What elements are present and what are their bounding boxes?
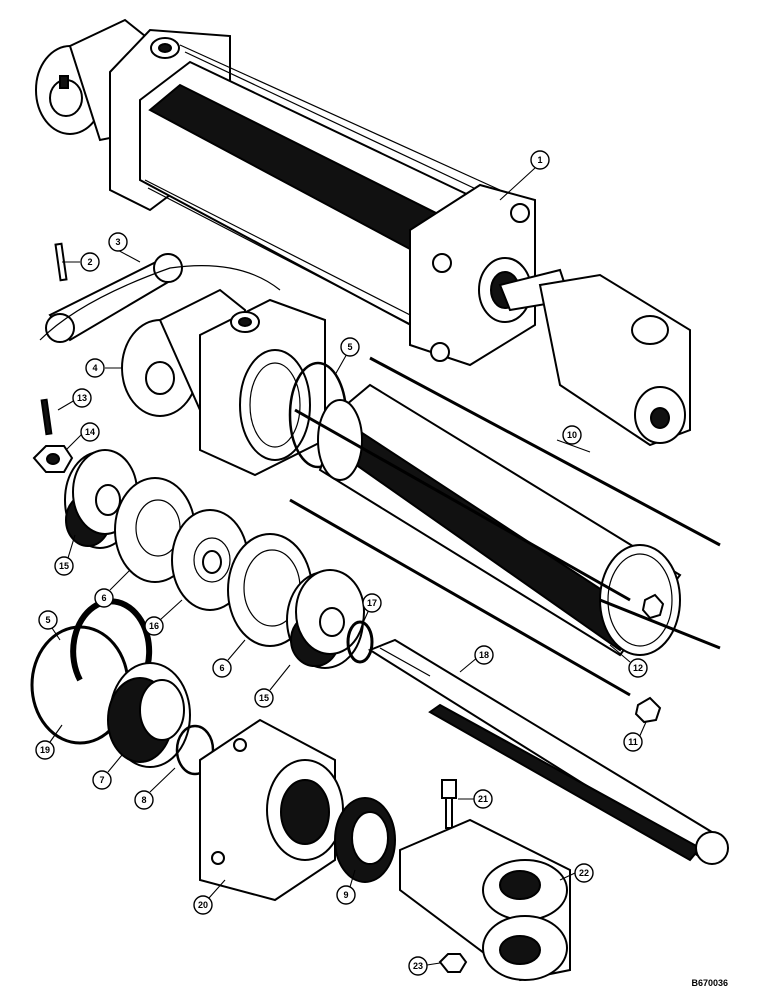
svg-text:21: 21 <box>478 794 488 804</box>
callout-12: 12 <box>628 658 648 678</box>
cap-screw <box>441 779 457 829</box>
castle-nut <box>32 445 74 473</box>
svg-text:9: 9 <box>343 890 348 900</box>
cylinder-tube <box>317 383 682 657</box>
callout-2: 2 <box>80 252 100 272</box>
lock-nut <box>438 953 468 973</box>
o-ring-gland <box>175 724 215 776</box>
svg-text:11: 11 <box>628 737 638 747</box>
svg-text:14: 14 <box>85 427 95 437</box>
callout-17: 17 <box>362 593 382 613</box>
callout-11: 11 <box>623 732 643 752</box>
svg-text:18: 18 <box>479 650 489 660</box>
clevis-pin <box>39 242 281 343</box>
callout-20: 20 <box>193 895 213 915</box>
svg-text:6: 6 <box>219 663 224 673</box>
callout-16: 16 <box>144 616 164 636</box>
piston-rod <box>367 638 729 865</box>
cotter-pin <box>40 398 53 436</box>
svg-text:10: 10 <box>567 430 577 440</box>
callout-13: 13 <box>72 388 92 408</box>
callout-6-right: 6 <box>212 658 232 678</box>
callout-15-left: 15 <box>54 556 74 576</box>
callout-10: 10 <box>562 425 582 445</box>
leader-lines <box>49 167 647 966</box>
packing-set <box>107 662 191 768</box>
callout-14: 14 <box>80 422 100 442</box>
callout-22: 22 <box>574 863 594 883</box>
svg-text:19: 19 <box>40 745 50 755</box>
svg-text:15: 15 <box>259 693 269 703</box>
front-head <box>199 718 344 902</box>
svg-text:4: 4 <box>92 363 97 373</box>
callout-5-lower: 5 <box>38 610 58 630</box>
svg-text:17: 17 <box>367 598 377 608</box>
svg-text:15: 15 <box>59 561 69 571</box>
svg-text:22: 22 <box>579 868 589 878</box>
callout-15-right: 15 <box>254 688 274 708</box>
o-ring-small <box>346 620 374 664</box>
svg-text:16: 16 <box>149 621 159 631</box>
assembled-cylinder <box>35 18 691 447</box>
callout-4: 4 <box>85 358 105 378</box>
callout-5-upper: 5 <box>340 337 360 357</box>
svg-text:5: 5 <box>347 342 352 352</box>
svg-text:20: 20 <box>198 900 208 910</box>
svg-text:23: 23 <box>413 961 423 971</box>
svg-text:8: 8 <box>141 795 146 805</box>
svg-text:5: 5 <box>45 615 50 625</box>
callout-19: 19 <box>35 740 55 760</box>
callout-8: 8 <box>134 790 154 810</box>
callout-23: 23 <box>408 956 428 976</box>
svg-text:6: 6 <box>101 593 106 603</box>
callout-21: 21 <box>473 789 493 809</box>
rod-clevis <box>399 818 571 982</box>
figure-reference-code: B670036 <box>691 978 728 988</box>
svg-text:7: 7 <box>99 775 104 785</box>
wiper-seal <box>334 797 396 883</box>
piston-stack <box>64 449 365 669</box>
callout-1: 1 <box>530 150 550 170</box>
callout-7: 7 <box>92 770 112 790</box>
callout-9: 9 <box>336 885 356 905</box>
svg-text:2: 2 <box>87 257 92 267</box>
callout-18: 18 <box>474 645 494 665</box>
callout-3: 3 <box>108 232 128 252</box>
callout-6-left: 6 <box>94 588 114 608</box>
svg-text:1: 1 <box>537 155 542 165</box>
rear-cap <box>121 288 326 477</box>
svg-text:12: 12 <box>633 663 643 673</box>
tie-rod-nut <box>634 696 662 724</box>
svg-text:3: 3 <box>115 237 120 247</box>
svg-text:13: 13 <box>77 393 87 403</box>
